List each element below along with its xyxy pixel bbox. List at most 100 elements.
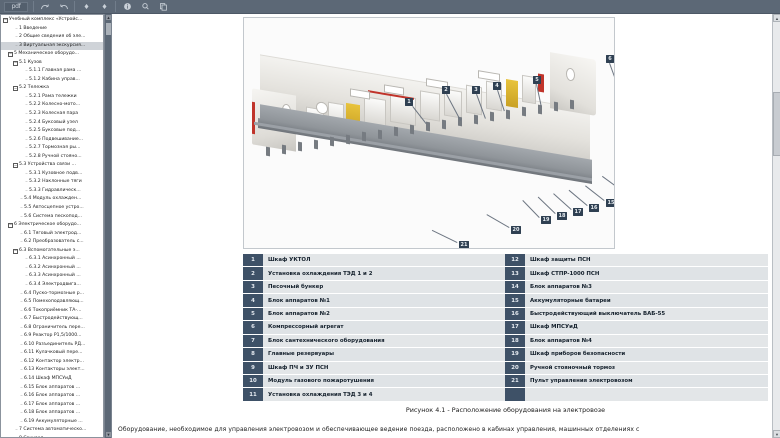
scroll-up-icon[interactable]: ▲ <box>773 14 780 22</box>
bookmark-item[interactable]: –6.16 Блок аппаратов ... <box>1 392 103 401</box>
bookmark-item[interactable]: −5 Механическое оборудо... <box>1 50 103 59</box>
expander-placeholder-icon <box>18 112 23 117</box>
info-icon[interactable] <box>118 0 136 13</box>
scroll-down-icon[interactable]: ▼ <box>105 431 111 438</box>
bookmark-item[interactable]: –5.3.1 Кузовное подв... <box>1 170 103 179</box>
bookmarks-tree-list: −Учебный комплекс «Устройс...–1 Введение… <box>1 15 103 437</box>
bookmark-item[interactable]: −6 Электрическое оборудо... <box>1 221 103 230</box>
bookmark-item[interactable]: −5.1 Кузов <box>1 59 103 68</box>
bookmark-item[interactable]: –6.3.4 Электродвига... <box>1 281 103 290</box>
bookmark-item[interactable]: –5.1.2 Кабина управ... <box>1 76 103 85</box>
bookmark-item[interactable]: –6.9 Реактор Р1,5/1000... <box>1 332 103 341</box>
bookmark-bullet-icon: – <box>25 76 28 83</box>
scrollbar-thumb[interactable] <box>773 92 780 156</box>
bookmark-item[interactable]: –1 Введение <box>1 25 103 34</box>
bookmark-item[interactable]: –5.2.8 Ручной стояно... <box>1 153 103 162</box>
bookmark-item[interactable]: –5.2.2 Колесно-мото... <box>1 101 103 110</box>
bookmark-item[interactable]: –6.8 Ограничитель пере... <box>1 324 103 333</box>
bookmark-item[interactable]: –5.2.5 Буксовые под... <box>1 127 103 136</box>
bookmark-item[interactable]: –6.5 Помехоподавляющ... <box>1 298 103 307</box>
bookmark-item-label: 1 Введение <box>19 25 47 31</box>
bookmark-item[interactable]: –6.13 Контакторы элект... <box>1 366 103 375</box>
expander-collapse-icon[interactable]: − <box>13 60 18 66</box>
bookmark-item-label: 5.2.1 Рама тележки <box>29 93 77 99</box>
expander-collapse-icon[interactable]: − <box>8 222 13 228</box>
bookmark-item[interactable]: –6.19 Аккумуляторные ... <box>1 418 103 427</box>
figure-callout-marker: 3 <box>472 86 480 94</box>
bookmark-item[interactable]: −Учебный комплекс «Устройс... <box>1 16 103 25</box>
bookmark-item[interactable]: –6.7 Быстродействующ... <box>1 315 103 324</box>
bookmark-bullet-icon: – <box>15 427 18 434</box>
bookmark-bullet-icon: – <box>20 213 23 220</box>
bookmark-item[interactable]: −5.3 Устройства связи ... <box>1 161 103 170</box>
redo-icon[interactable] <box>54 0 72 13</box>
expander-collapse-icon[interactable]: − <box>13 248 18 254</box>
bookmark-item[interactable]: –6.2 Преобразователь с... <box>1 238 103 247</box>
bookmark-bullet-icon: – <box>25 256 28 263</box>
expander-collapse-icon[interactable]: − <box>13 85 18 92</box>
bookmark-item[interactable]: –6.1 Тяговый электрод... <box>1 230 103 239</box>
bookmark-item[interactable]: –6.3.3 Асинхронный ... <box>1 272 103 281</box>
next-page-icon[interactable] <box>95 0 113 13</box>
bookmark-item[interactable]: –5.2.3 Колесная пара <box>1 110 103 119</box>
bookmark-item[interactable]: –8 Санузел <box>1 435 103 437</box>
search-icon[interactable] <box>136 0 154 13</box>
expander-collapse-icon[interactable]: − <box>13 162 18 169</box>
figure-callout-marker: 6 <box>606 55 614 63</box>
previous-page-icon[interactable] <box>77 0 95 13</box>
bookmark-item[interactable]: –6.3.2 Асинхронный ... <box>1 264 103 273</box>
legend-row-number: 4 <box>243 294 263 308</box>
bookmark-bullet-icon: – <box>14 435 19 437</box>
scroll-up-icon[interactable]: ▲ <box>105 14 111 21</box>
bookmark-item[interactable]: –6.3.1 Асинхронный ... <box>1 255 103 264</box>
bookmark-item-label: 6.3 Вспомогательные э... <box>19 247 80 253</box>
bookmark-item[interactable]: –5.1.1 Главная рама ... <box>1 67 103 76</box>
bookmarks-tree[interactable]: −Учебный комплекс «Устройс...–1 Введение… <box>0 14 104 438</box>
expander-placeholder-icon <box>13 402 18 407</box>
bookmark-item[interactable]: –6.18 Блок аппаратов ... <box>1 409 103 418</box>
bookmark-item[interactable]: –6.11 Кулачковый пере... <box>1 349 103 358</box>
figure-callout-marker: 18 <box>557 212 567 220</box>
scroll-down-icon[interactable]: ▼ <box>773 430 780 438</box>
bookmark-item[interactable]: –5.2.7 Тормозная ры... <box>1 144 103 153</box>
undo-icon[interactable] <box>36 0 54 13</box>
bookmark-item[interactable]: –6.15 Блок аппаратов ... <box>1 384 103 393</box>
expander-collapse-icon[interactable]: − <box>3 17 8 23</box>
bookmark-item[interactable]: –5.3.3 Гидравлическ... <box>1 187 103 196</box>
bookmark-item[interactable]: −6.3 Вспомогательные э... <box>1 247 103 256</box>
expander-placeholder-icon <box>13 419 18 424</box>
bookmark-item[interactable]: –5.4 Модуль охлажден... <box>1 195 103 204</box>
expander-placeholder-icon <box>18 78 23 83</box>
bookmark-item[interactable]: –7 Система автоматическо... <box>1 426 103 435</box>
expander-placeholder-icon <box>18 120 23 125</box>
bookmark-item[interactable]: –5.6 Система пескопод... <box>1 213 103 222</box>
bookmark-item[interactable]: −5.2 Тележка <box>1 84 103 93</box>
bookmark-item[interactable]: –6.14 Шкаф МПСУиД <box>1 375 103 384</box>
expander-collapse-icon[interactable]: − <box>8 51 13 57</box>
bookmark-item[interactable]: –5.3.2 Наклонные тяги <box>1 178 103 187</box>
bookmark-item[interactable]: –2 Общие сведения об эле... <box>1 33 103 42</box>
document-scrollbar[interactable]: ▲ ▼ <box>772 14 780 438</box>
expander-placeholder-icon <box>13 394 18 399</box>
bookmark-item[interactable]: –6.10 Разъединитель РД... <box>1 341 103 350</box>
bookmark-item-label: 5.2.3 Колесная пара <box>29 111 79 117</box>
expander-placeholder-icon <box>8 43 13 48</box>
bookmark-item[interactable]: –5.5 Автосцепное устро... <box>1 204 103 213</box>
bookmark-item[interactable]: –3 Виртуальная экскурсия... <box>1 41 103 51</box>
bookmark-item[interactable]: –6.6 Токоприёмник ТА-... <box>1 307 103 316</box>
bookmark-bullet-icon: – <box>25 93 28 100</box>
bookmark-item[interactable]: –5.2.6 Подвешивание... <box>1 136 103 145</box>
bookmark-item[interactable]: –5.2.1 Рама тележки <box>1 93 103 102</box>
copy-icon[interactable] <box>154 0 172 13</box>
bookmark-item[interactable]: –6.17 Блок аппаратов ... <box>1 401 103 410</box>
bookmark-item[interactable]: –6.12 Контактор электр... <box>1 358 103 367</box>
scrollbar-thumb[interactable] <box>105 22 111 36</box>
bookmark-item-label: 6.3.4 Электродвига... <box>29 281 81 287</box>
bookmarks-scrollbar[interactable]: ▲ ▼ <box>104 14 111 438</box>
bookmark-item[interactable]: –5.2.4 Буксовый узел <box>1 119 103 128</box>
expander-placeholder-icon <box>8 428 13 433</box>
bookmark-item[interactable]: –6.4 Пуско-тормозные р... <box>1 290 103 299</box>
equipment-block-yellow <box>506 78 518 109</box>
